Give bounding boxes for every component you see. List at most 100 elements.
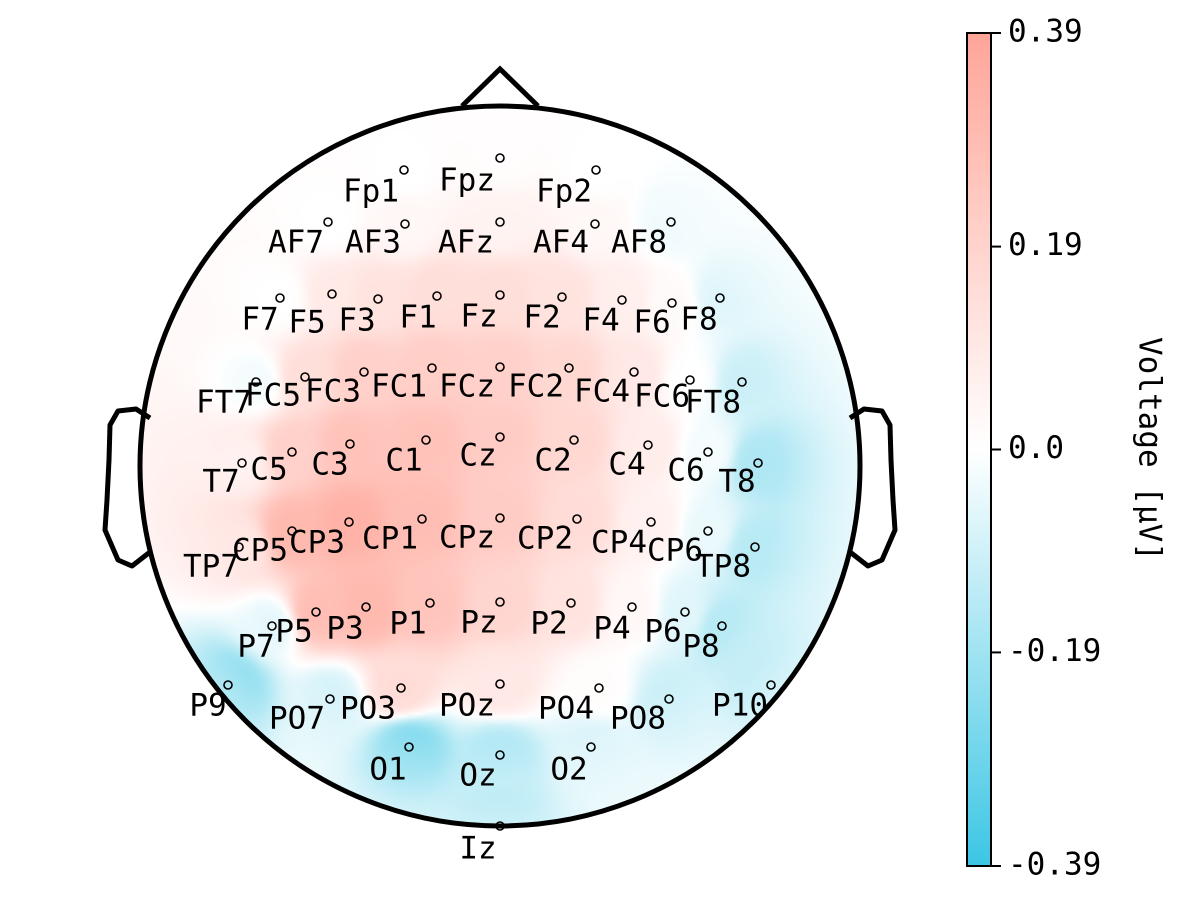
electrode-marker-f3 bbox=[373, 294, 383, 304]
electrode-marker-af7 bbox=[323, 217, 333, 227]
electrode-marker-oz bbox=[495, 750, 505, 760]
electrode-marker-po8 bbox=[664, 694, 674, 704]
electrode-marker-c3 bbox=[345, 439, 355, 449]
electrode-label-f5: F5 bbox=[288, 305, 325, 341]
electrode-marker-f7 bbox=[275, 293, 285, 303]
electrode-marker-p8 bbox=[717, 621, 727, 631]
electrode-marker-cp6 bbox=[703, 526, 713, 536]
electrode-marker-c2 bbox=[569, 435, 579, 445]
colorbar-tick-label: 0.0 bbox=[1008, 430, 1064, 466]
electrode-marker-af3 bbox=[400, 219, 410, 229]
electrode-label-fc3: FC3 bbox=[305, 374, 361, 410]
electrode-marker-tp8 bbox=[750, 542, 760, 552]
nose-outline bbox=[460, 65, 540, 108]
electrode-label-p5: P5 bbox=[275, 614, 312, 650]
electrode-label-p6: P6 bbox=[644, 614, 681, 650]
electrode-label-t7: T7 bbox=[202, 464, 239, 500]
electrode-label-po8: PO8 bbox=[610, 701, 666, 737]
electrode-marker-tp7 bbox=[234, 542, 244, 552]
electrode-marker-o1 bbox=[404, 742, 414, 752]
colorbar-tick-label: -0.39 bbox=[1008, 847, 1101, 883]
electrode-label-af8: AF8 bbox=[611, 225, 667, 261]
electrode-marker-c5 bbox=[287, 447, 297, 457]
electrode-marker-fc5 bbox=[300, 372, 310, 382]
electrode-label-cp4: CP4 bbox=[591, 525, 647, 561]
electrode-label-o1: O1 bbox=[369, 752, 406, 788]
electrode-label-pz: Pz bbox=[460, 605, 497, 641]
electrode-marker-iz bbox=[495, 821, 505, 831]
electrode-label-cpz: CPz bbox=[439, 520, 495, 556]
electrode-label-c6: C6 bbox=[667, 453, 704, 489]
electrode-marker-fpz bbox=[495, 153, 505, 163]
electrode-marker-t8 bbox=[753, 458, 763, 468]
electrode-label-c4: C4 bbox=[608, 447, 645, 483]
electrode-marker-o2 bbox=[586, 742, 596, 752]
electrode-label-tp8: TP8 bbox=[695, 549, 751, 585]
electrode-label-tp7: TP7 bbox=[183, 549, 239, 585]
electrode-label-p8: P8 bbox=[682, 629, 719, 665]
electrode-marker-f5 bbox=[327, 289, 337, 299]
electrode-marker-f2 bbox=[557, 292, 567, 302]
electrode-label-poz: POz bbox=[439, 688, 495, 724]
electrode-marker-c4 bbox=[643, 440, 653, 450]
electrode-label-f3: F3 bbox=[338, 303, 375, 339]
electrode-label-t8: T8 bbox=[718, 464, 755, 500]
electrode-marker-f6 bbox=[667, 298, 677, 308]
electrode-label-po4: PO4 bbox=[538, 691, 594, 727]
electrode-label-p7: P7 bbox=[237, 629, 274, 665]
electrode-label-cp6: CP6 bbox=[647, 533, 703, 569]
electrode-marker-t7 bbox=[237, 458, 247, 468]
electrode-label-p3: P3 bbox=[326, 611, 363, 647]
electrode-label-p10: P10 bbox=[712, 688, 768, 724]
electrode-label-fc5: FC5 bbox=[245, 378, 301, 414]
electrode-label-afz: AFz bbox=[438, 225, 494, 261]
electrode-marker-f1 bbox=[432, 291, 442, 301]
electrode-label-af3: AF3 bbox=[345, 225, 401, 261]
electrode-marker-poz bbox=[495, 679, 505, 689]
electrode-label-fc6: FC6 bbox=[634, 379, 690, 415]
electrode-marker-cp2 bbox=[572, 514, 582, 524]
electrode-label-ft7: FT7 bbox=[196, 385, 252, 421]
electrode-label-cp2: CP2 bbox=[517, 521, 573, 557]
electrode-label-f4: F4 bbox=[582, 303, 619, 339]
right-ear-outline bbox=[848, 406, 898, 569]
electrode-marker-cp3 bbox=[344, 517, 354, 527]
electrode-marker-p2 bbox=[566, 598, 576, 608]
electrode-label-f6: F6 bbox=[633, 305, 670, 341]
colorbar-gradient bbox=[966, 32, 992, 867]
electrode-label-p1: P1 bbox=[389, 606, 426, 642]
electrode-label-iz: Iz bbox=[459, 831, 496, 867]
electrode-marker-p1 bbox=[425, 598, 435, 608]
electrode-marker-fp1 bbox=[399, 165, 409, 175]
electrode-label-cp5: CP5 bbox=[232, 533, 288, 569]
colorbar-ticks: 0.390.190.0-0.19-0.39 bbox=[991, 14, 1101, 883]
electrode-marker-cz bbox=[495, 432, 505, 442]
electrode-label-cp3: CP3 bbox=[289, 525, 345, 561]
electrode-marker-af8 bbox=[666, 217, 676, 227]
electrode-marker-p7 bbox=[267, 621, 277, 631]
colorbar-tick-label: -0.19 bbox=[1008, 633, 1101, 669]
electrode-marker-po3 bbox=[396, 683, 406, 693]
electrode-marker-ft7 bbox=[251, 377, 261, 387]
electrode-label-cz: Cz bbox=[459, 438, 496, 474]
colorbar-tick-label: 0.19 bbox=[1008, 227, 1083, 263]
electrode-marker-p5 bbox=[311, 607, 321, 617]
electrode-label-po3: PO3 bbox=[340, 691, 396, 727]
electrode-marker-p10 bbox=[766, 680, 776, 690]
electrode-marker-ft8 bbox=[737, 377, 747, 387]
electrode-label-fcz: FCz bbox=[439, 369, 495, 405]
electrode-label-af4: AF4 bbox=[533, 225, 589, 261]
electrode-label-oz: Oz bbox=[459, 758, 496, 794]
electrode-label-f7: F7 bbox=[241, 302, 278, 338]
electrode-label-ft8: FT8 bbox=[685, 385, 741, 421]
electrode-marker-fp2 bbox=[591, 165, 601, 175]
electrode-marker-f4 bbox=[617, 295, 627, 305]
electrode-marker-af4 bbox=[590, 219, 600, 229]
electrode-label-c3: C3 bbox=[311, 447, 348, 483]
colorbar: 0.390.190.0-0.19-0.39 Voltage [µV] bbox=[966, 14, 1168, 883]
electrode-label-f1: F1 bbox=[399, 300, 436, 336]
electrode-marker-fc4 bbox=[629, 367, 639, 377]
electrode-marker-p4 bbox=[627, 602, 637, 612]
electrode-marker-p3 bbox=[361, 602, 371, 612]
